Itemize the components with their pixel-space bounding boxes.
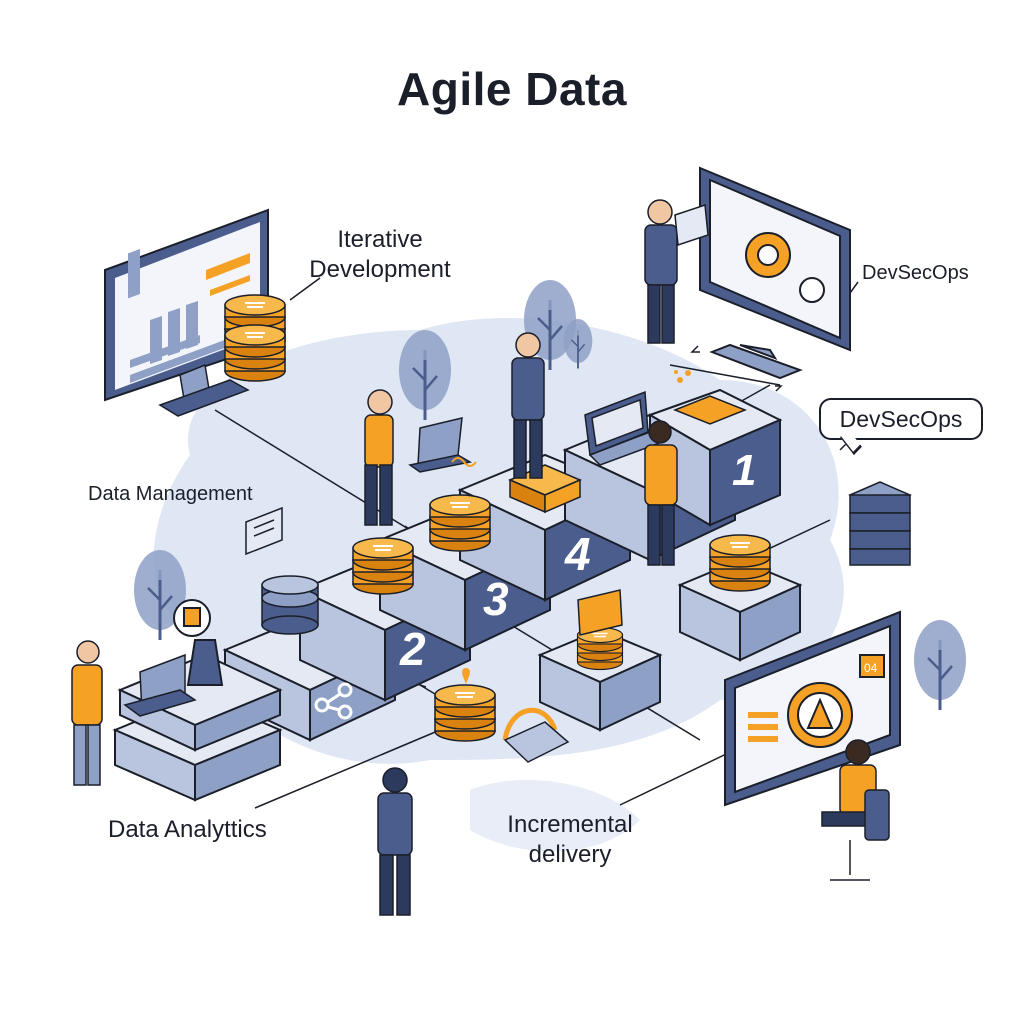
step-number-2: 2 xyxy=(399,623,426,675)
person-figure xyxy=(364,389,394,526)
server-rack-icon xyxy=(848,481,912,566)
person-figure xyxy=(511,332,545,479)
laptop-icon xyxy=(123,653,197,717)
monitor-widget-text: 04 xyxy=(864,661,878,675)
devsecops-callout: DevSecOps xyxy=(819,398,983,440)
label-incremental-delivery-line2: delivery xyxy=(528,841,612,868)
step-number-1: 1 xyxy=(732,446,756,495)
label-iterative-development-line2: Development xyxy=(309,256,451,283)
diagram-title: Agile Data xyxy=(397,63,627,115)
location-pin-icon xyxy=(462,668,470,684)
coin-stack-icon xyxy=(352,537,414,595)
person-figure xyxy=(377,767,413,916)
coin-stack-icon xyxy=(224,324,286,382)
laptop-icon xyxy=(584,390,664,466)
step-number-3: 3 xyxy=(483,573,509,625)
label-iterative-development: Iterative Development xyxy=(300,225,460,285)
orange-tile xyxy=(672,395,748,425)
sparkle-icon xyxy=(451,370,691,467)
bottom-right-monitor xyxy=(724,610,901,807)
orange-platform xyxy=(508,464,582,514)
label-incremental-delivery: Incremental delivery xyxy=(490,810,650,870)
coin-stack-icon xyxy=(429,494,491,552)
magnifier-icon xyxy=(173,599,224,686)
step-numbers: 1 2 3 4 xyxy=(399,446,756,675)
devsecops-callout-text: DevSecOps xyxy=(839,405,963,432)
label-data-management: Data Management xyxy=(88,483,253,505)
flag-icon xyxy=(577,589,623,636)
database-icon xyxy=(261,575,319,635)
person-figure xyxy=(644,199,709,344)
label-data-analytics: Data Analyttics xyxy=(108,816,267,843)
coin-stack-icon xyxy=(709,534,771,592)
coin-stack-icon xyxy=(434,684,496,742)
person-figure xyxy=(644,420,678,566)
step-number-4: 4 xyxy=(564,528,591,580)
label-iterative-development-line1: Iterative xyxy=(337,226,423,253)
workflow-icon xyxy=(314,682,353,720)
label-incremental-delivery-line1: Incremental xyxy=(507,811,633,838)
hand-tool-icon xyxy=(502,707,570,763)
top-right-monitor xyxy=(699,166,851,380)
tree-icon xyxy=(912,618,968,712)
label-devsecops-top: DevSecOps xyxy=(862,262,969,284)
document-icon xyxy=(245,506,283,556)
person-figure xyxy=(71,640,103,786)
person-figure xyxy=(821,739,890,881)
